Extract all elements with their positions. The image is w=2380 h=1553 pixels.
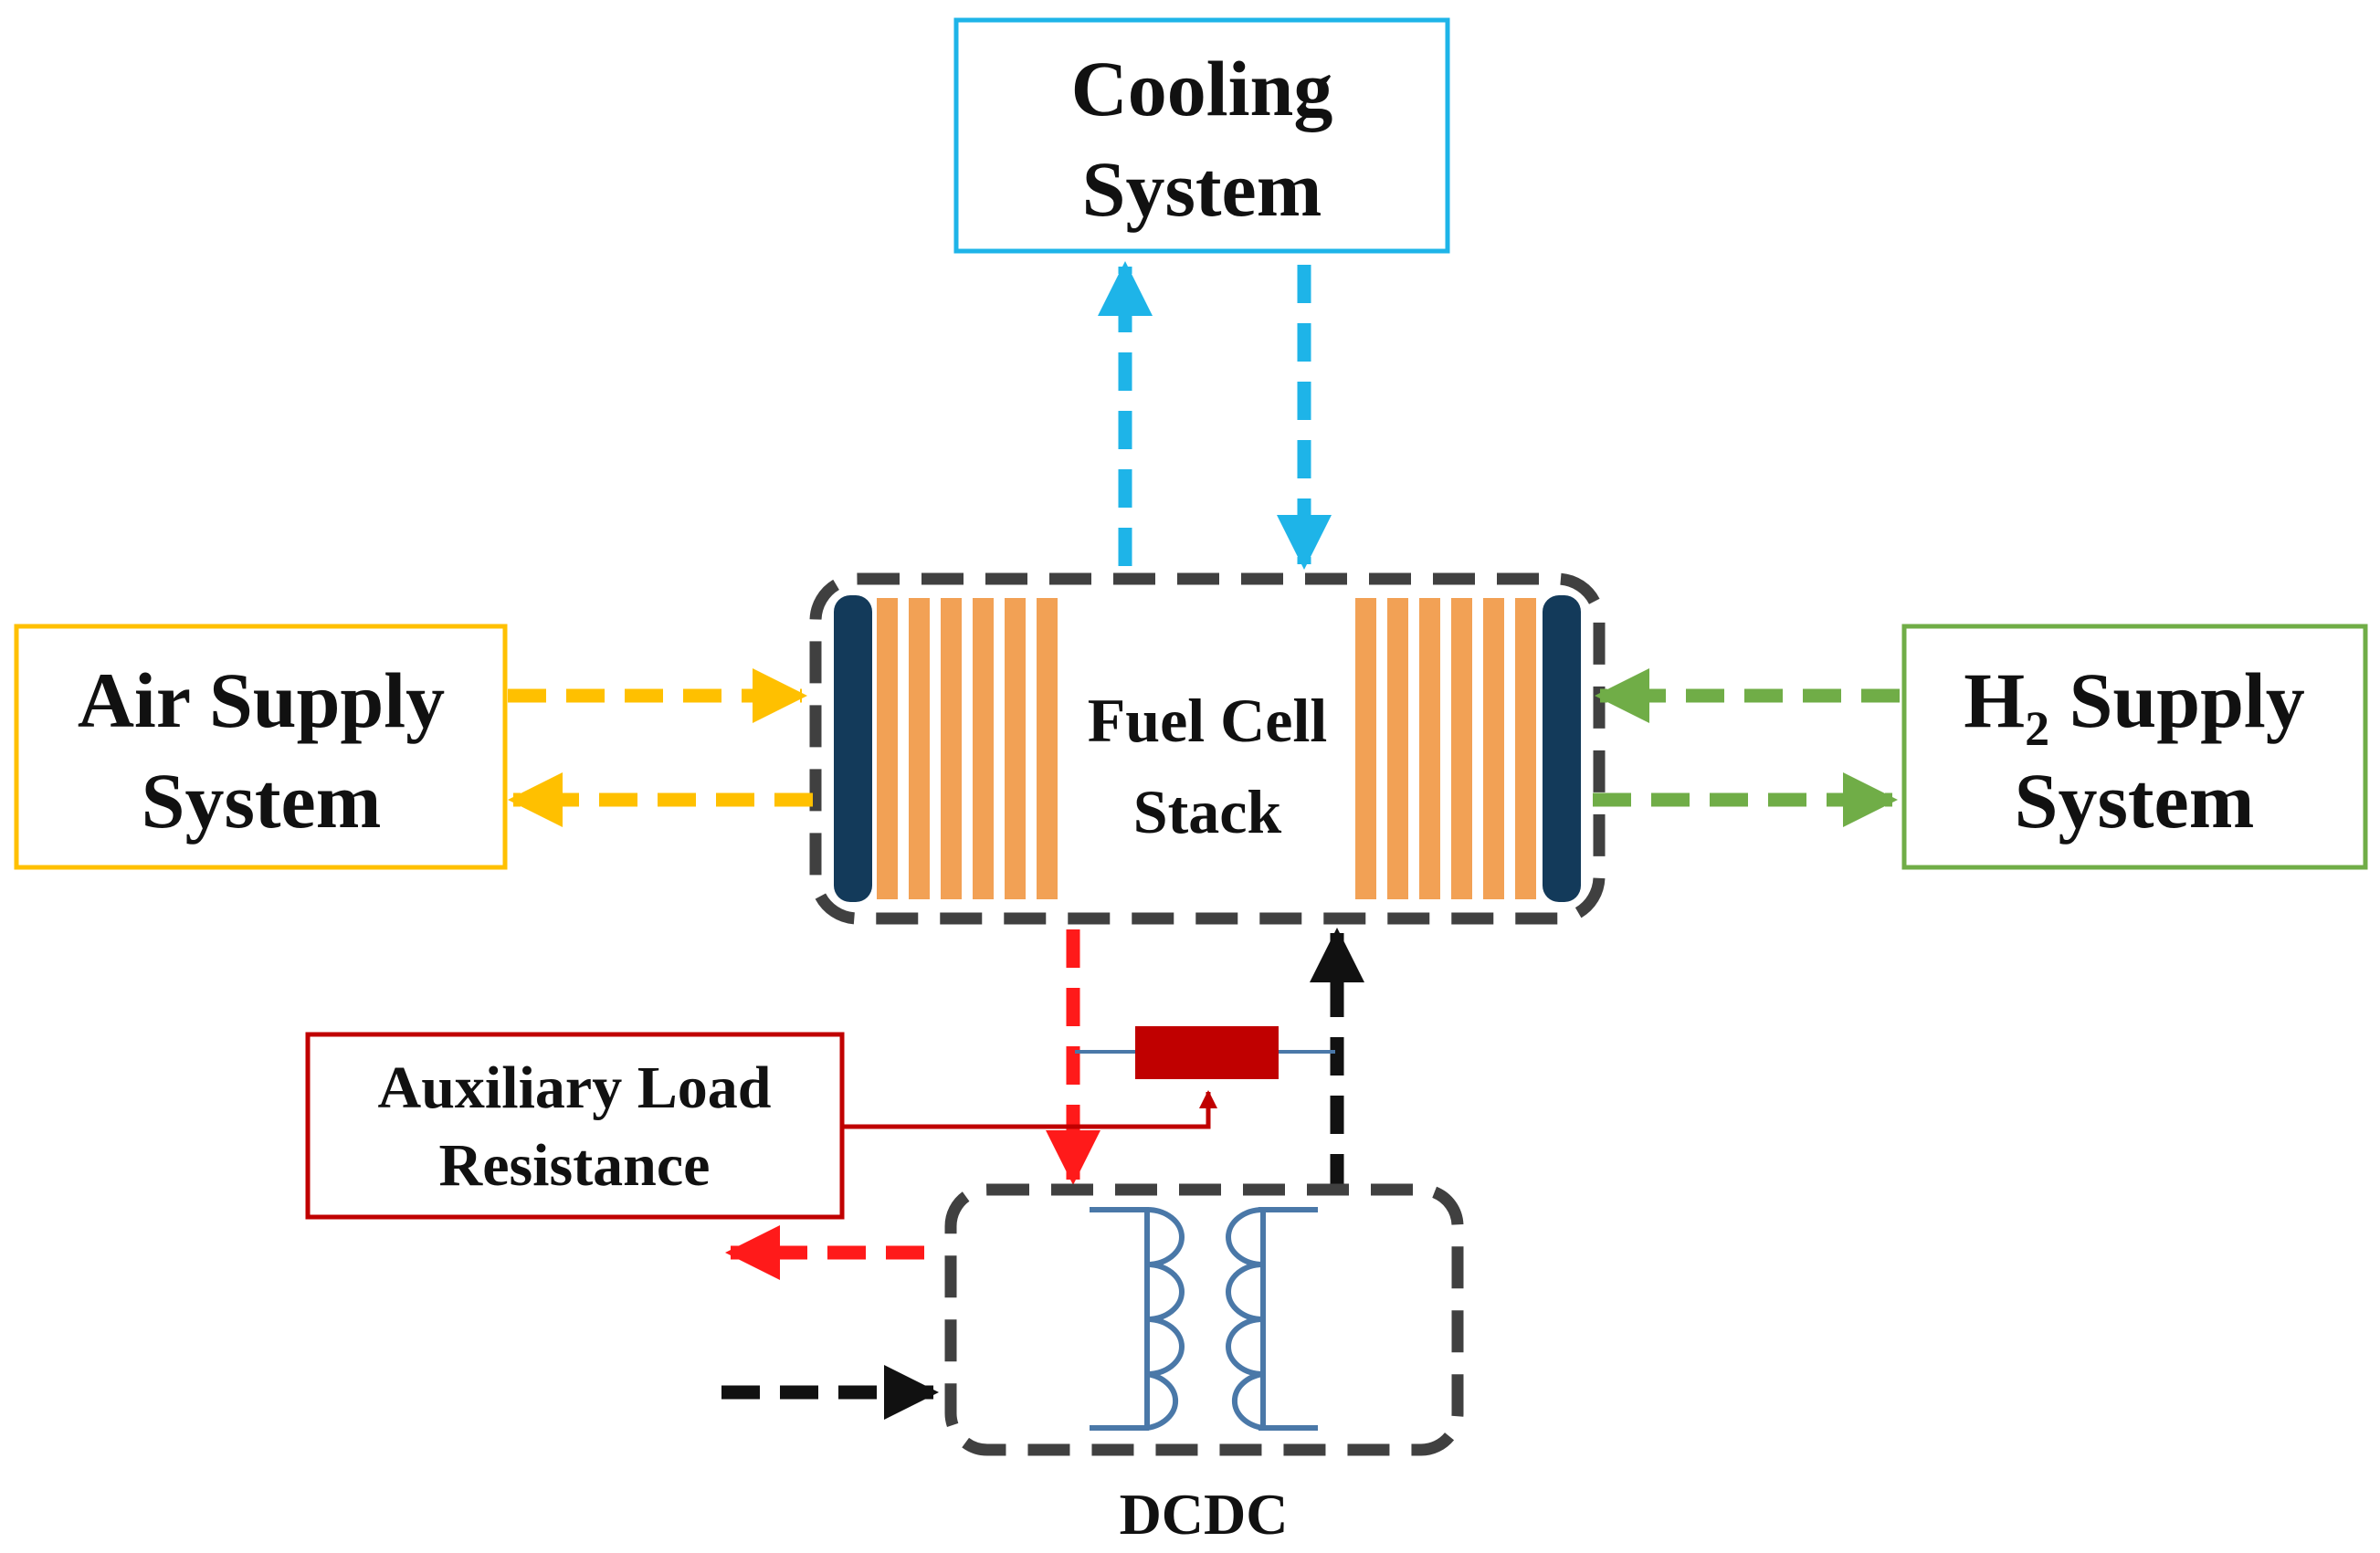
left-bipolar-plates xyxy=(877,598,1058,899)
h2-supply-subscript: 2 xyxy=(2025,701,2049,756)
transformer-coil xyxy=(1090,1207,1318,1431)
cooling-system-label-line2: System xyxy=(1082,145,1322,233)
h2-supply-label-line2: System xyxy=(2015,757,2255,845)
air-supply-label-line2: System xyxy=(142,757,382,845)
auxiliary-load-label-line1: Auxiliary Load xyxy=(378,1055,772,1121)
fuel-cell-stack-label-line2: Stack xyxy=(1133,777,1282,846)
cooling-system-label-line1: Cooling xyxy=(1071,45,1333,132)
right-end-plate xyxy=(1543,595,1581,902)
fuel-cell-stack-label-line1: Fuel Cell xyxy=(1088,686,1328,755)
h2-supply-prefix: H xyxy=(1964,656,2025,744)
dcdc-outline xyxy=(944,1183,1464,1456)
dcdc-block: DCDC xyxy=(944,1183,1464,1547)
left-end-plate xyxy=(834,595,872,902)
auxiliary-load-pointer xyxy=(842,1090,1217,1129)
dcdc-label: DCDC xyxy=(1120,1482,1289,1547)
h2-supply-block: H2 Supply System xyxy=(1901,624,2368,870)
h2-supply-suffix: Supply xyxy=(2049,656,2305,744)
air-supply-label-line1: Air Supply xyxy=(78,656,445,744)
fuel-cell-stack-block: Fuel Cell Stack xyxy=(809,572,1606,925)
h2-supply-label-line1: H2 Supply xyxy=(1964,656,2305,756)
h2-supply-box xyxy=(1901,624,2368,870)
cooling-system-box xyxy=(953,17,1450,254)
auxiliary-load-block: Auxiliary Load Resistance xyxy=(305,1032,845,1220)
air-supply-box xyxy=(14,624,508,870)
auxiliary-load-resistor xyxy=(1135,1026,1279,1079)
right-bipolar-plates xyxy=(1355,598,1536,899)
cooling-system-block: Cooling System xyxy=(953,17,1450,254)
air-supply-block: Air Supply System xyxy=(14,624,508,870)
auxiliary-load-label-line2: Resistance xyxy=(439,1132,711,1199)
